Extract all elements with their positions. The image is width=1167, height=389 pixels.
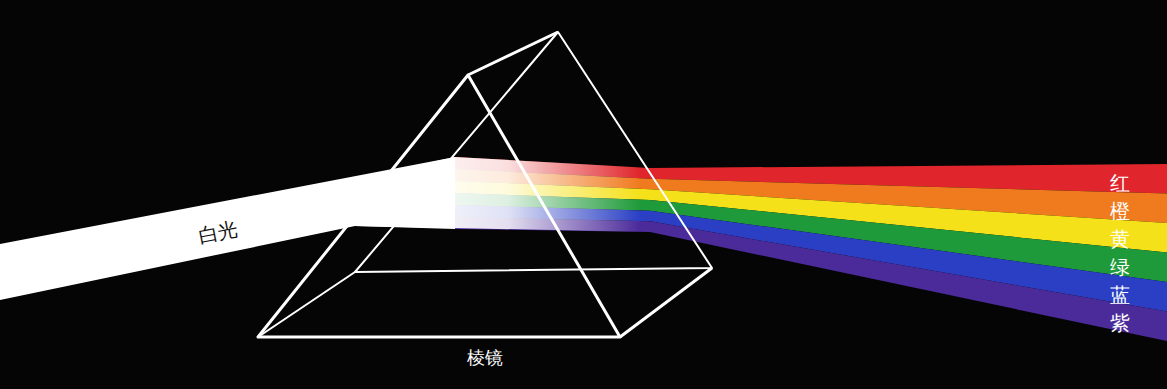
- color-label: 橙: [1110, 201, 1130, 221]
- prism-outline: [258, 32, 712, 337]
- color-label: 绿: [1110, 257, 1130, 277]
- color-label: 黄: [1110, 229, 1130, 249]
- color-label: 紫: [1110, 313, 1130, 333]
- color-label: 红: [1110, 173, 1130, 193]
- color-label: 蓝: [1110, 285, 1130, 305]
- prism-label: 棱镜: [467, 349, 503, 367]
